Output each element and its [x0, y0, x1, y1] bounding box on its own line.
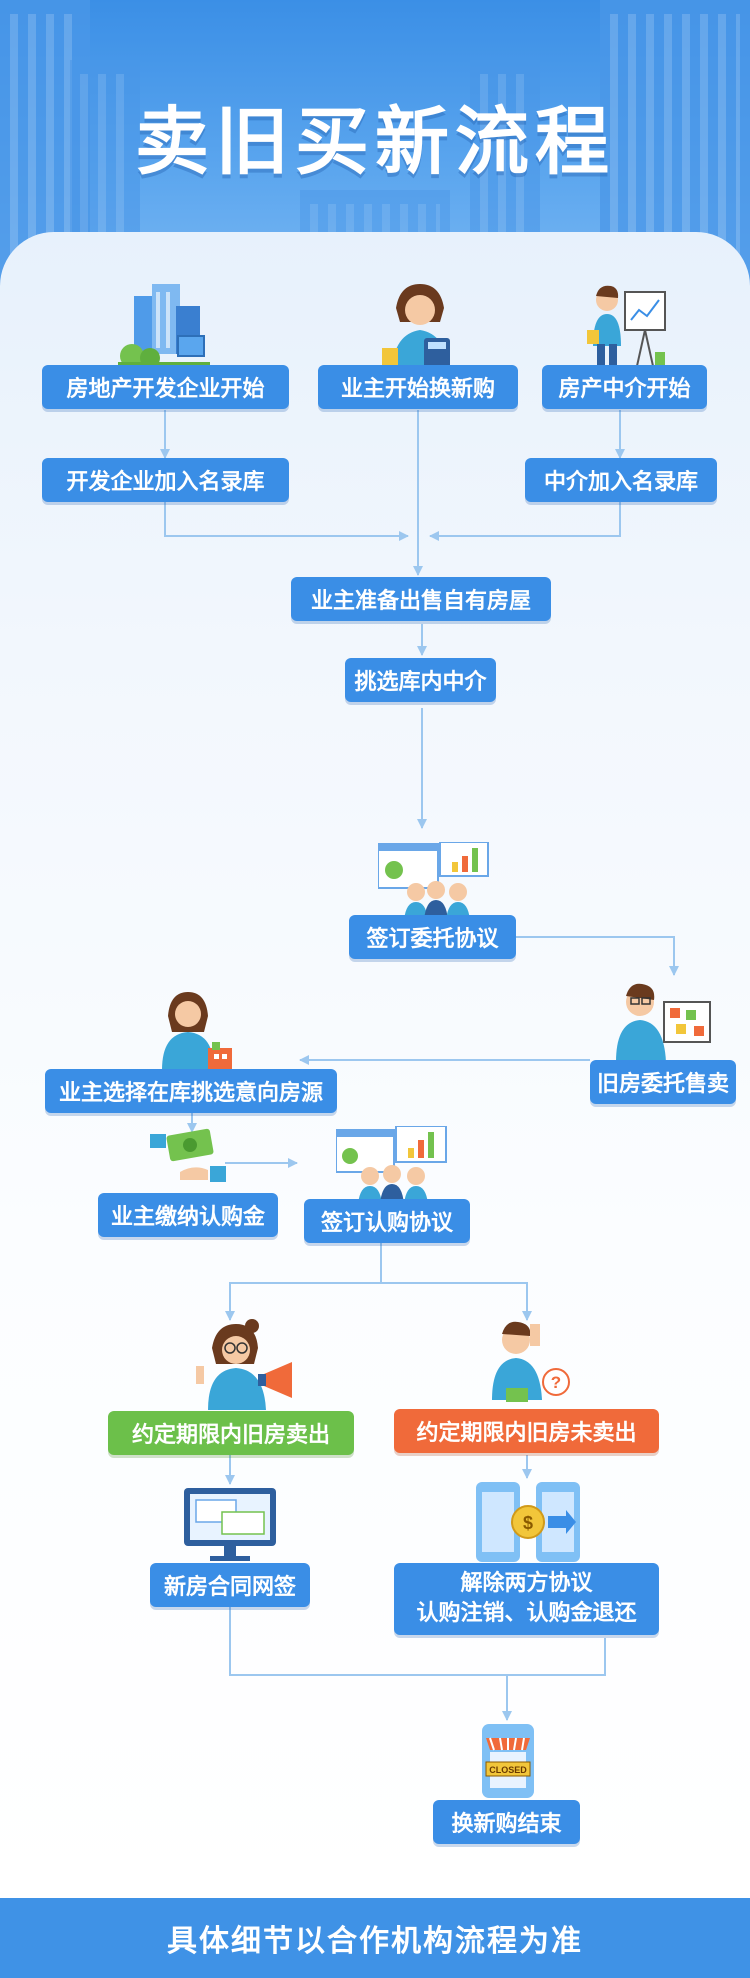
node-cancel-agreement: 解除两方协议 认购注销、认购金退还: [394, 1563, 659, 1635]
question-mark-label: ?: [551, 1373, 561, 1392]
node-agency-join: 中介加入名录库: [525, 458, 717, 502]
cancel-line-2: 认购注销、认购金退还: [416, 1601, 637, 1626]
closed-shop-phone-icon: CLOSED: [482, 1724, 534, 1798]
node-sign-entrust: 签订委托协议: [349, 915, 516, 959]
node-select-agency: 挑选库内中介: [345, 658, 496, 702]
computer-monitor-icon: [184, 1488, 276, 1561]
node-end: 换新购结束: [433, 1800, 580, 1844]
node-contract-sign: 新房合同网签: [150, 1563, 310, 1607]
owner-with-calculator-icon: [382, 284, 450, 370]
footer-note: 具体细节以合作机构流程为准: [0, 1898, 750, 1978]
agent-presenting-icon: [587, 285, 666, 367]
office-buildings-icon: [118, 284, 210, 368]
svg-text:$: $: [523, 1513, 533, 1533]
closed-sign-label: CLOSED: [489, 1765, 527, 1775]
team-meeting-chart-icon: [378, 842, 489, 920]
phones-refund-icon: $: [476, 1482, 580, 1562]
node-developer-join: 开发企业加入名录库: [42, 458, 289, 502]
node-owner-prepare: 业主准备出售自有房屋: [291, 577, 551, 621]
owner-pointing-house-icon: [162, 992, 232, 1070]
node-developer-start: 房地产开发企业开始: [42, 365, 289, 409]
happy-owner-megaphone-icon: [196, 1319, 292, 1410]
page-title: 卖旧买新流程: [135, 99, 615, 185]
node-not-sold: 约定期限内旧房未卖出: [394, 1409, 659, 1453]
node-agency-start: 房产中介开始: [542, 365, 707, 409]
worried-owner-question-icon: ?: [492, 1321, 570, 1402]
node-sold-in-time: 约定期限内旧房卖出: [108, 1411, 354, 1455]
money-handover-icon: [150, 1128, 226, 1182]
node-owner-choose: 业主选择在库挑选意向房源: [45, 1069, 337, 1113]
node-owner-start: 业主开始换新购: [318, 365, 518, 409]
node-pay-deposit: 业主缴纳认购金: [98, 1193, 278, 1237]
subscription-meeting-icon: [336, 1126, 447, 1204]
node-entrust-sale: 旧房委托售卖: [590, 1060, 736, 1104]
agent-with-board-icon: [616, 983, 711, 1062]
node-sign-subscription: 签订认购协议: [304, 1199, 470, 1243]
cancel-line-1: 解除两方协议: [460, 1571, 593, 1596]
